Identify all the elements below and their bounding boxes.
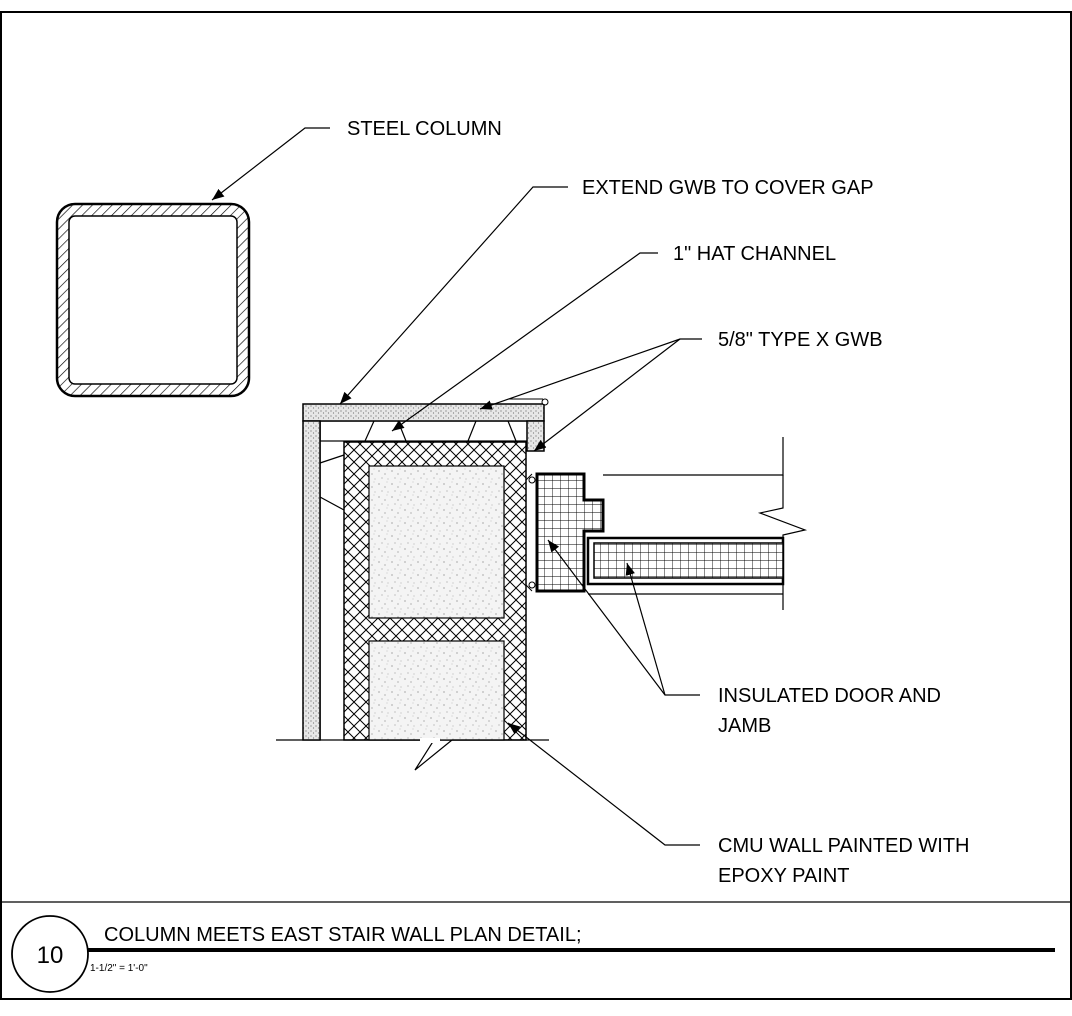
label-extend-gwb: EXTEND GWB TO COVER GAP (582, 177, 874, 199)
insulated-door-leaf (586, 536, 785, 586)
label-hat-channel: 1" HAT CHANNEL (673, 243, 836, 265)
detail-scale: 1-1/2" = 1'-0" (90, 963, 148, 974)
steel-column-section (55, 202, 251, 398)
label-gwb-type-x: 5/8" TYPE X GWB (718, 329, 883, 351)
title-block: 10 COLUMN MEETS EAST STAIR WALL PLAN DET… (1, 901, 1071, 993)
adjacent-wall (588, 437, 808, 610)
label-cmu-line2: EPOXY PAINT (718, 865, 850, 887)
leader-lines (211, 127, 702, 846)
detail-number-bubble (11, 915, 89, 993)
door-jamb (525, 472, 605, 593)
cmu-wall (276, 441, 549, 771)
label-steel-column: STEEL COLUMN (347, 118, 502, 140)
label-door-line1: INSULATED DOOR AND (718, 685, 941, 707)
label-cmu-line1: CMU WALL PAINTED WITH (718, 835, 969, 857)
sheet-border (0, 11, 1072, 1000)
detail-title: COLUMN MEETS EAST STAIR WALL PLAN DETAIL… (104, 924, 582, 946)
label-door-line2: JAMB (718, 715, 771, 737)
detail-number: 10 (37, 942, 64, 969)
